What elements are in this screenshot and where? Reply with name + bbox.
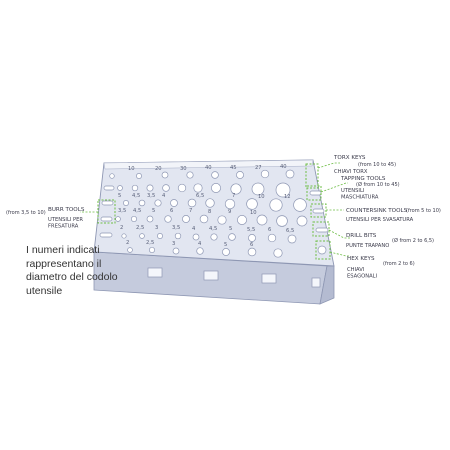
callout-subtitle: CHIAVI ESAGONALI <box>347 267 378 280</box>
plate-number: 7 <box>232 193 235 199</box>
drill-highlight <box>312 221 330 237</box>
caption-line: rappresentano il <box>26 257 102 270</box>
callout-title: TORX KEYS <box>333 155 366 161</box>
callout-title: TAPPING TOOLS <box>340 176 386 182</box>
plate-number: 3 <box>155 225 158 231</box>
callout-torx: TORX KEYS (from 10 to 45) CHIAVI TORX <box>333 155 396 175</box>
highlight-boxes <box>97 163 331 260</box>
plate-number: 10 <box>258 194 265 200</box>
callout-subtitle-line-1: UTENSILI PER <box>48 217 83 223</box>
hex-highlight <box>315 240 331 260</box>
plate-number: 6,5 <box>286 228 294 234</box>
callout-tapping: TAPPING TOOLS (Ø from 10 to 45) UTENSILI… <box>340 176 400 201</box>
callout-title: HEX KEYS <box>347 256 375 262</box>
torx-highlight <box>305 163 319 189</box>
handle-slot <box>203 270 219 281</box>
plate-number: 2 <box>120 225 123 231</box>
plate-number: 12 <box>284 194 291 200</box>
plate-number: 10 <box>250 210 257 216</box>
plate-numbers: 10 20 30 40 45 27 40 5 4,5 3,5 4 6,5 7 1… <box>118 164 294 248</box>
plate-number: 2 <box>126 240 129 246</box>
plate-number: 3,5 <box>147 193 155 199</box>
callout-subtitle: UTENSILI PER SVASATURA <box>346 217 414 223</box>
callout-drill: DRILL BITS (Ø from 2 to 6,5) PUNTE TRAPA… <box>346 233 434 249</box>
handle-slot <box>147 267 163 278</box>
plate-number: 45 <box>230 165 237 171</box>
callout-subtitle: UTENSILI PER FRESATURA <box>48 217 85 230</box>
plate-number: 4 <box>162 193 166 199</box>
slot-holes-left <box>99 185 115 238</box>
callout-title: DRILL BITS <box>346 233 377 239</box>
callout-range: (from 5 to 10) <box>406 208 441 214</box>
plate-number: 5 <box>152 208 155 214</box>
caption-text: I numeri indicati rappresentano il diame… <box>26 244 126 298</box>
hole-row-1 <box>109 169 295 179</box>
plate-number: 5 <box>229 226 232 232</box>
plate-number: 4 <box>192 226 196 232</box>
plate-number: 4 <box>198 241 202 247</box>
plate-number: 9 <box>228 209 231 215</box>
plate-number: 3,5 <box>172 225 180 231</box>
plate-number: 2,5 <box>146 240 154 246</box>
leader-lines <box>80 162 350 257</box>
plate-number: 6 <box>268 227 271 233</box>
hole-row-4 <box>115 214 308 227</box>
plate-number: 6 <box>170 208 173 214</box>
plate-number: 7 <box>189 208 192 214</box>
callout-range: (from 2 to 6) <box>383 261 415 267</box>
plate-number: 27 <box>255 165 262 171</box>
box-top-rim <box>103 159 314 170</box>
callout-title: BURR TOOLS <box>48 207 85 213</box>
callout-range: (from 3,5 to 10) <box>6 210 46 216</box>
hole-row-6 <box>127 246 283 258</box>
handle-slot <box>311 277 321 288</box>
callout-subtitle: UTENSILI MASCHIATURA <box>341 188 379 201</box>
plate-number: 10 <box>128 166 135 172</box>
plate-number: 8 <box>208 209 211 215</box>
callout-burr: (from 3,5 to 10) BURR TOOLS UTENSILI PER… <box>6 207 85 230</box>
plate-number: 2,5 <box>136 225 144 231</box>
hole-row-2 <box>117 182 291 198</box>
plate-number: 5,5 <box>247 227 255 233</box>
callout-subtitle-line-1: CHIAVI <box>347 267 365 273</box>
plate-number: 40 <box>205 165 212 171</box>
callout-range: (Ø from 10 to 45) <box>356 181 400 188</box>
plate-number: 20 <box>155 166 162 172</box>
plate-number: 4,5 <box>132 193 140 199</box>
callout-subtitle-line-2: FRESATURA <box>48 224 79 230</box>
callout-range: (Ø from 2 to 6,5) <box>392 237 434 244</box>
caption-line: utensile <box>26 284 63 297</box>
plate-number: 3 <box>172 241 175 247</box>
callout-subtitle-line-2: ESAGONALI <box>347 274 378 280</box>
callout-subtitle-line-2: MASCHIATURA <box>341 195 379 201</box>
caption-line: diametro del codolo <box>26 271 118 283</box>
plate-number: 30 <box>180 166 187 172</box>
plate-number: 40 <box>280 164 287 170</box>
hole-row-5 <box>121 232 297 244</box>
plate-number: 4,5 <box>133 208 141 214</box>
callout-range: (from 10 to 45) <box>358 162 396 168</box>
burr-highlight <box>97 199 116 224</box>
slot-holes-right <box>309 190 329 255</box>
plate-number: 5 <box>224 242 227 248</box>
handle-slot <box>261 273 277 284</box>
countersink-highlight <box>310 203 327 218</box>
callout-subtitle-line-1: UTENSILI <box>341 188 365 194</box>
callout-subtitle: PUNTE TRAPANO <box>346 243 389 249</box>
callout-subtitle: CHIAVI TORX <box>334 169 368 175</box>
callout-hex: HEX KEYS (from 2 to 6) CHIAVI ESAGONALI <box>347 256 415 280</box>
callout-countersink: COUNTERSINK TOOLS (from 5 to 10) UTENSIL… <box>346 208 441 223</box>
plate-number: 3,5 <box>118 208 126 214</box>
plate-number: 4,5 <box>209 226 217 232</box>
tapping-highlight <box>306 185 322 201</box>
caption-line: I numeri indicati <box>26 244 100 256</box>
callout-title: COUNTERSINK TOOLS <box>346 208 408 214</box>
plate-number: 5 <box>118 193 121 199</box>
plate-number: 6 <box>250 242 253 248</box>
hole-row-3 <box>123 198 307 212</box>
plate-number: 6,5 <box>196 193 204 199</box>
